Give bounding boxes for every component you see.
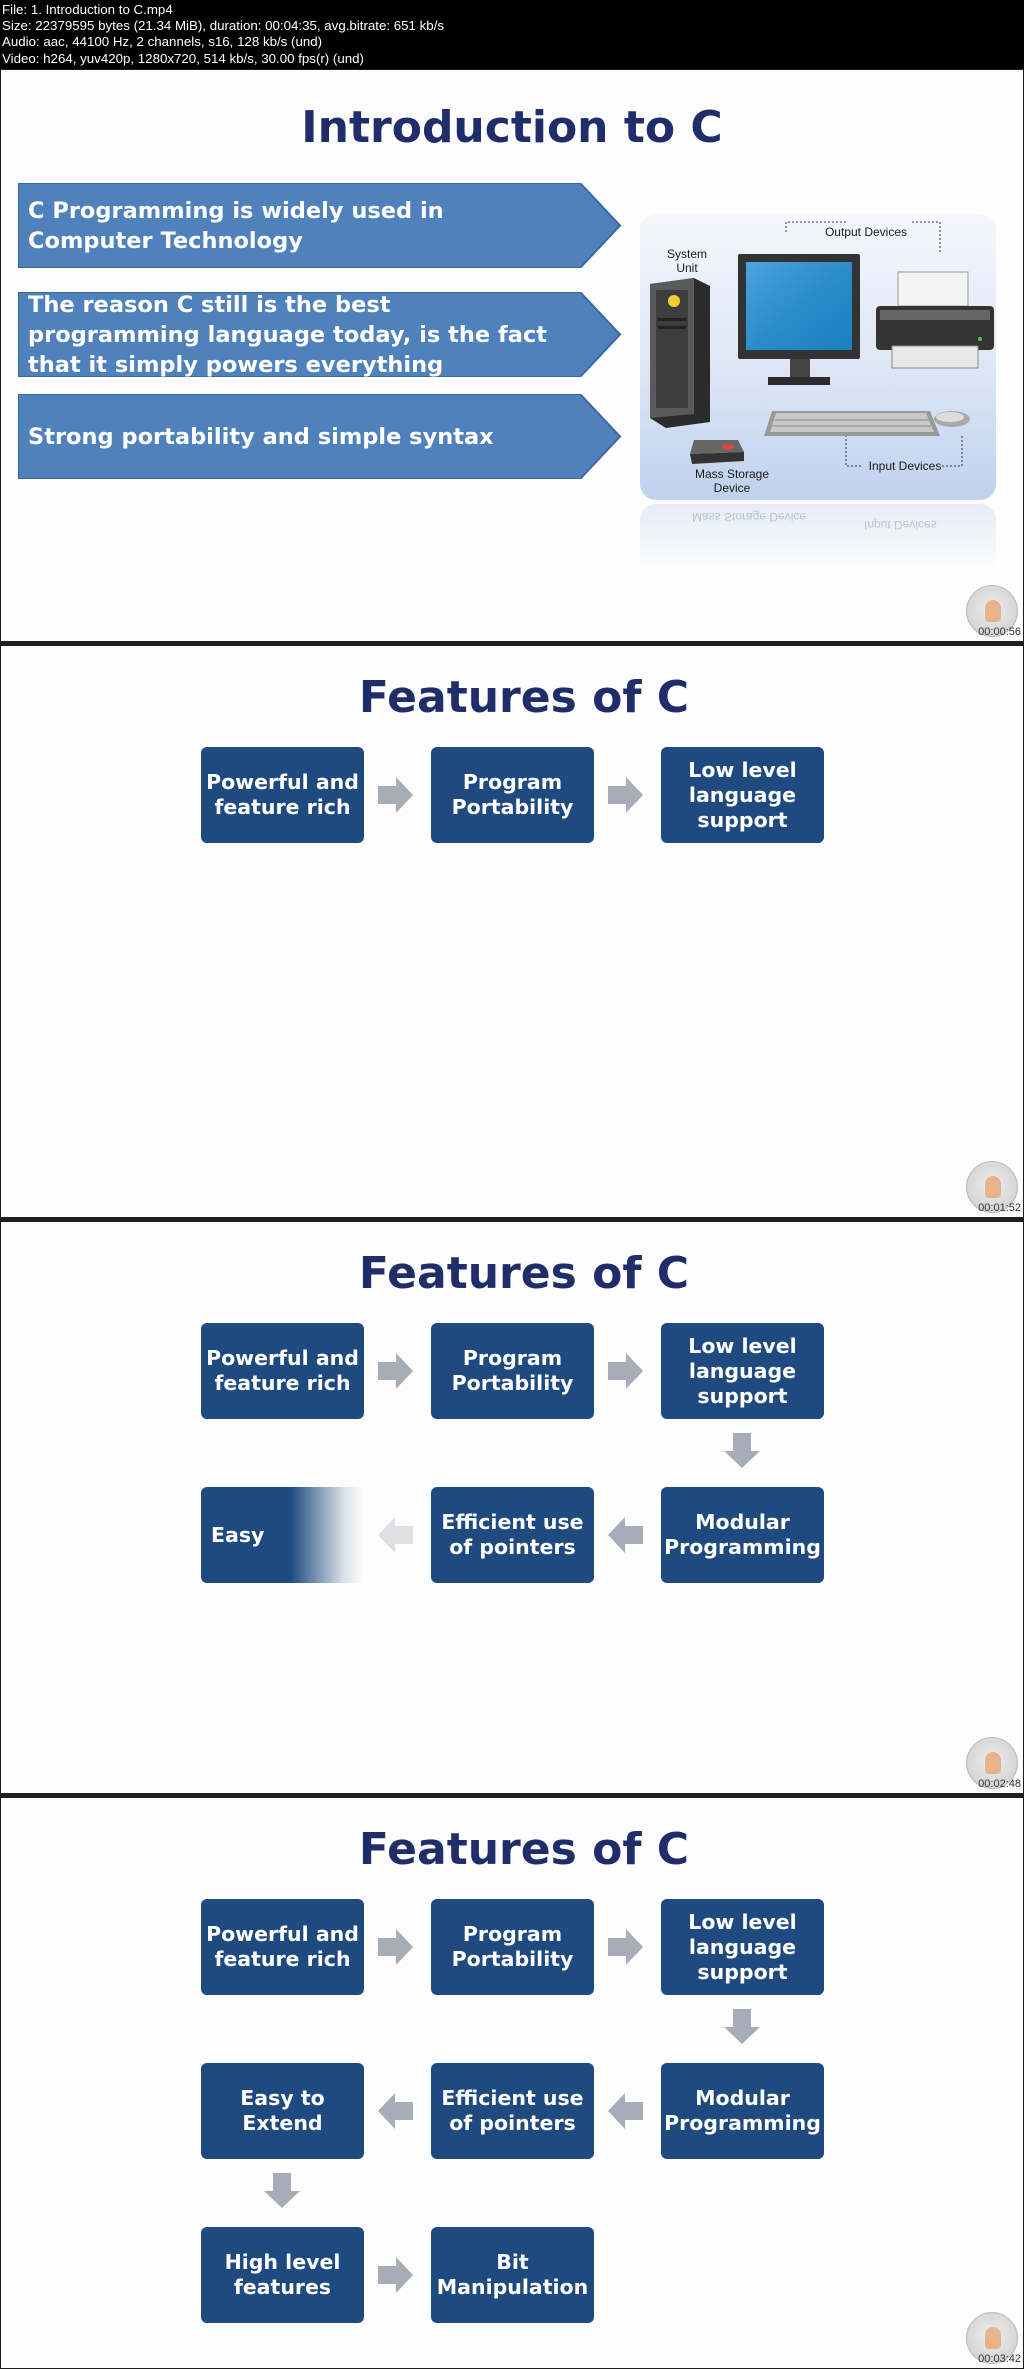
slide-title: Features of C <box>358 1248 690 1299</box>
right-arrow-icon <box>378 1353 413 1389</box>
chevron-point-3: Strong portability and simple syntax <box>18 394 622 479</box>
slide-title: Introduction to C <box>301 102 723 153</box>
feature-box: Low level language support <box>661 1323 824 1419</box>
watermark-logo-icon <box>966 2312 1018 2364</box>
feature-box: Modular Programming <box>661 1487 824 1583</box>
right-arrow-icon <box>378 1929 413 1965</box>
info-size: Size: 22379595 bytes (21.34 MiB), durati… <box>2 18 445 34</box>
info-audio: Audio: aac, 44100 Hz, 2 channels, s16, 1… <box>2 34 323 50</box>
mouse-icon <box>934 411 970 427</box>
feature-box: Bit Manipulation <box>431 2227 594 2323</box>
frame-divider <box>0 642 1024 645</box>
left-arrow-icon <box>378 2093 413 2129</box>
feature-box: Powerful and feature rich <box>201 1899 364 1995</box>
feature-box: High level features <box>201 2227 364 2323</box>
info-file: File: 1. Introduction to C.mp4 <box>2 2 173 17</box>
frame-divider <box>0 1794 1024 1797</box>
feature-box: Low level language support <box>661 747 824 843</box>
slide-title: Features of C <box>358 672 690 723</box>
point-text: C Programming is widely used in Computer… <box>28 197 444 254</box>
feature-box: Easy to Extend <box>201 2063 364 2159</box>
info-video: Video: h264, yuv420p, 1280x720, 514 kb/s… <box>2 50 364 66</box>
hard-drive-icon <box>690 440 744 464</box>
frame-timestamp: 00:01:52 <box>978 1202 1021 1214</box>
keyboard-icon <box>764 411 940 436</box>
left-arrow-icon <box>378 1517 413 1553</box>
reflection-label: Mass Storage Device <box>692 510 807 524</box>
feature-box: Efficient use of pointers <box>431 2063 594 2159</box>
feature-box: Program Portability <box>431 1323 594 1419</box>
thumbnail-frame-2: Features of C Powerful and feature rich … <box>0 645 1024 1218</box>
right-arrow-icon <box>378 2257 413 2293</box>
slide-title: Features of C <box>358 1824 690 1875</box>
chevron-point-2: The reason C still is the best programmi… <box>18 291 622 378</box>
thumbnail-frame-3: Features of C Powerful and feature rich … <box>0 1221 1024 1794</box>
mass-storage-label: Mass Storage Device <box>694 467 770 495</box>
down-arrow-icon <box>264 2173 300 2208</box>
down-arrow-icon <box>724 2009 760 2044</box>
computer-system-illustration: System Unit Output Devices Mass Storage … <box>640 214 996 574</box>
watermark-logo-icon <box>966 585 1018 637</box>
feature-box: Powerful and feature rich <box>201 747 364 843</box>
watermark-logo-icon <box>966 1737 1018 1789</box>
feature-box: Low level language support <box>661 1899 824 1995</box>
point-text: The reason C still is the best programmi… <box>28 291 548 378</box>
feature-box: Efficient use of pointers <box>431 1487 594 1583</box>
frame-divider <box>0 1218 1024 1221</box>
left-arrow-icon <box>608 1517 643 1553</box>
feature-box: Powerful and feature rich <box>201 1323 364 1419</box>
right-arrow-icon <box>378 777 413 813</box>
computer-hardware-graphic <box>650 221 994 467</box>
frame-timestamp: 00:02:48 <box>978 1778 1021 1790</box>
watermark-logo-icon <box>966 1161 1018 1213</box>
left-arrow-icon <box>608 2093 643 2129</box>
chevron-point-1: C Programming is widely used in Computer… <box>18 183 622 268</box>
system-unit-label: System Unit <box>666 247 707 275</box>
output-devices-label: Output Devices <box>824 225 908 239</box>
right-arrow-icon <box>608 1353 643 1389</box>
feature-box: Modular Programming <box>661 2063 824 2159</box>
printer-icon <box>876 271 994 369</box>
monitor-icon <box>738 254 860 385</box>
thumbnail-frame-4: Features of C Powerful and feature rich … <box>0 1797 1024 2369</box>
frame-timestamp: 00:03:42 <box>978 2353 1021 2365</box>
right-arrow-icon <box>608 777 643 813</box>
video-info-header: File: 1. Introduction to C.mp4 Size: 223… <box>0 0 1024 69</box>
input-devices-label: Input Devices <box>868 459 942 473</box>
down-arrow-icon <box>724 1433 760 1468</box>
point-text: Strong portability and simple syntax <box>28 423 494 450</box>
frame-timestamp: 00:00:56 <box>978 626 1021 638</box>
feature-box: Easy <box>201 1487 364 1583</box>
feature-box: Program Portability <box>431 747 594 843</box>
feature-box: Program Portability <box>431 1899 594 1995</box>
system-unit-icon <box>650 278 710 428</box>
right-arrow-icon <box>608 1929 643 1965</box>
thumbnail-frame-1: Introduction to C C Programming is widel… <box>0 69 1024 642</box>
reflection-label: Input Devices <box>864 518 937 532</box>
illustration-reflection: Mass Storage Device Input Devices <box>640 504 996 574</box>
